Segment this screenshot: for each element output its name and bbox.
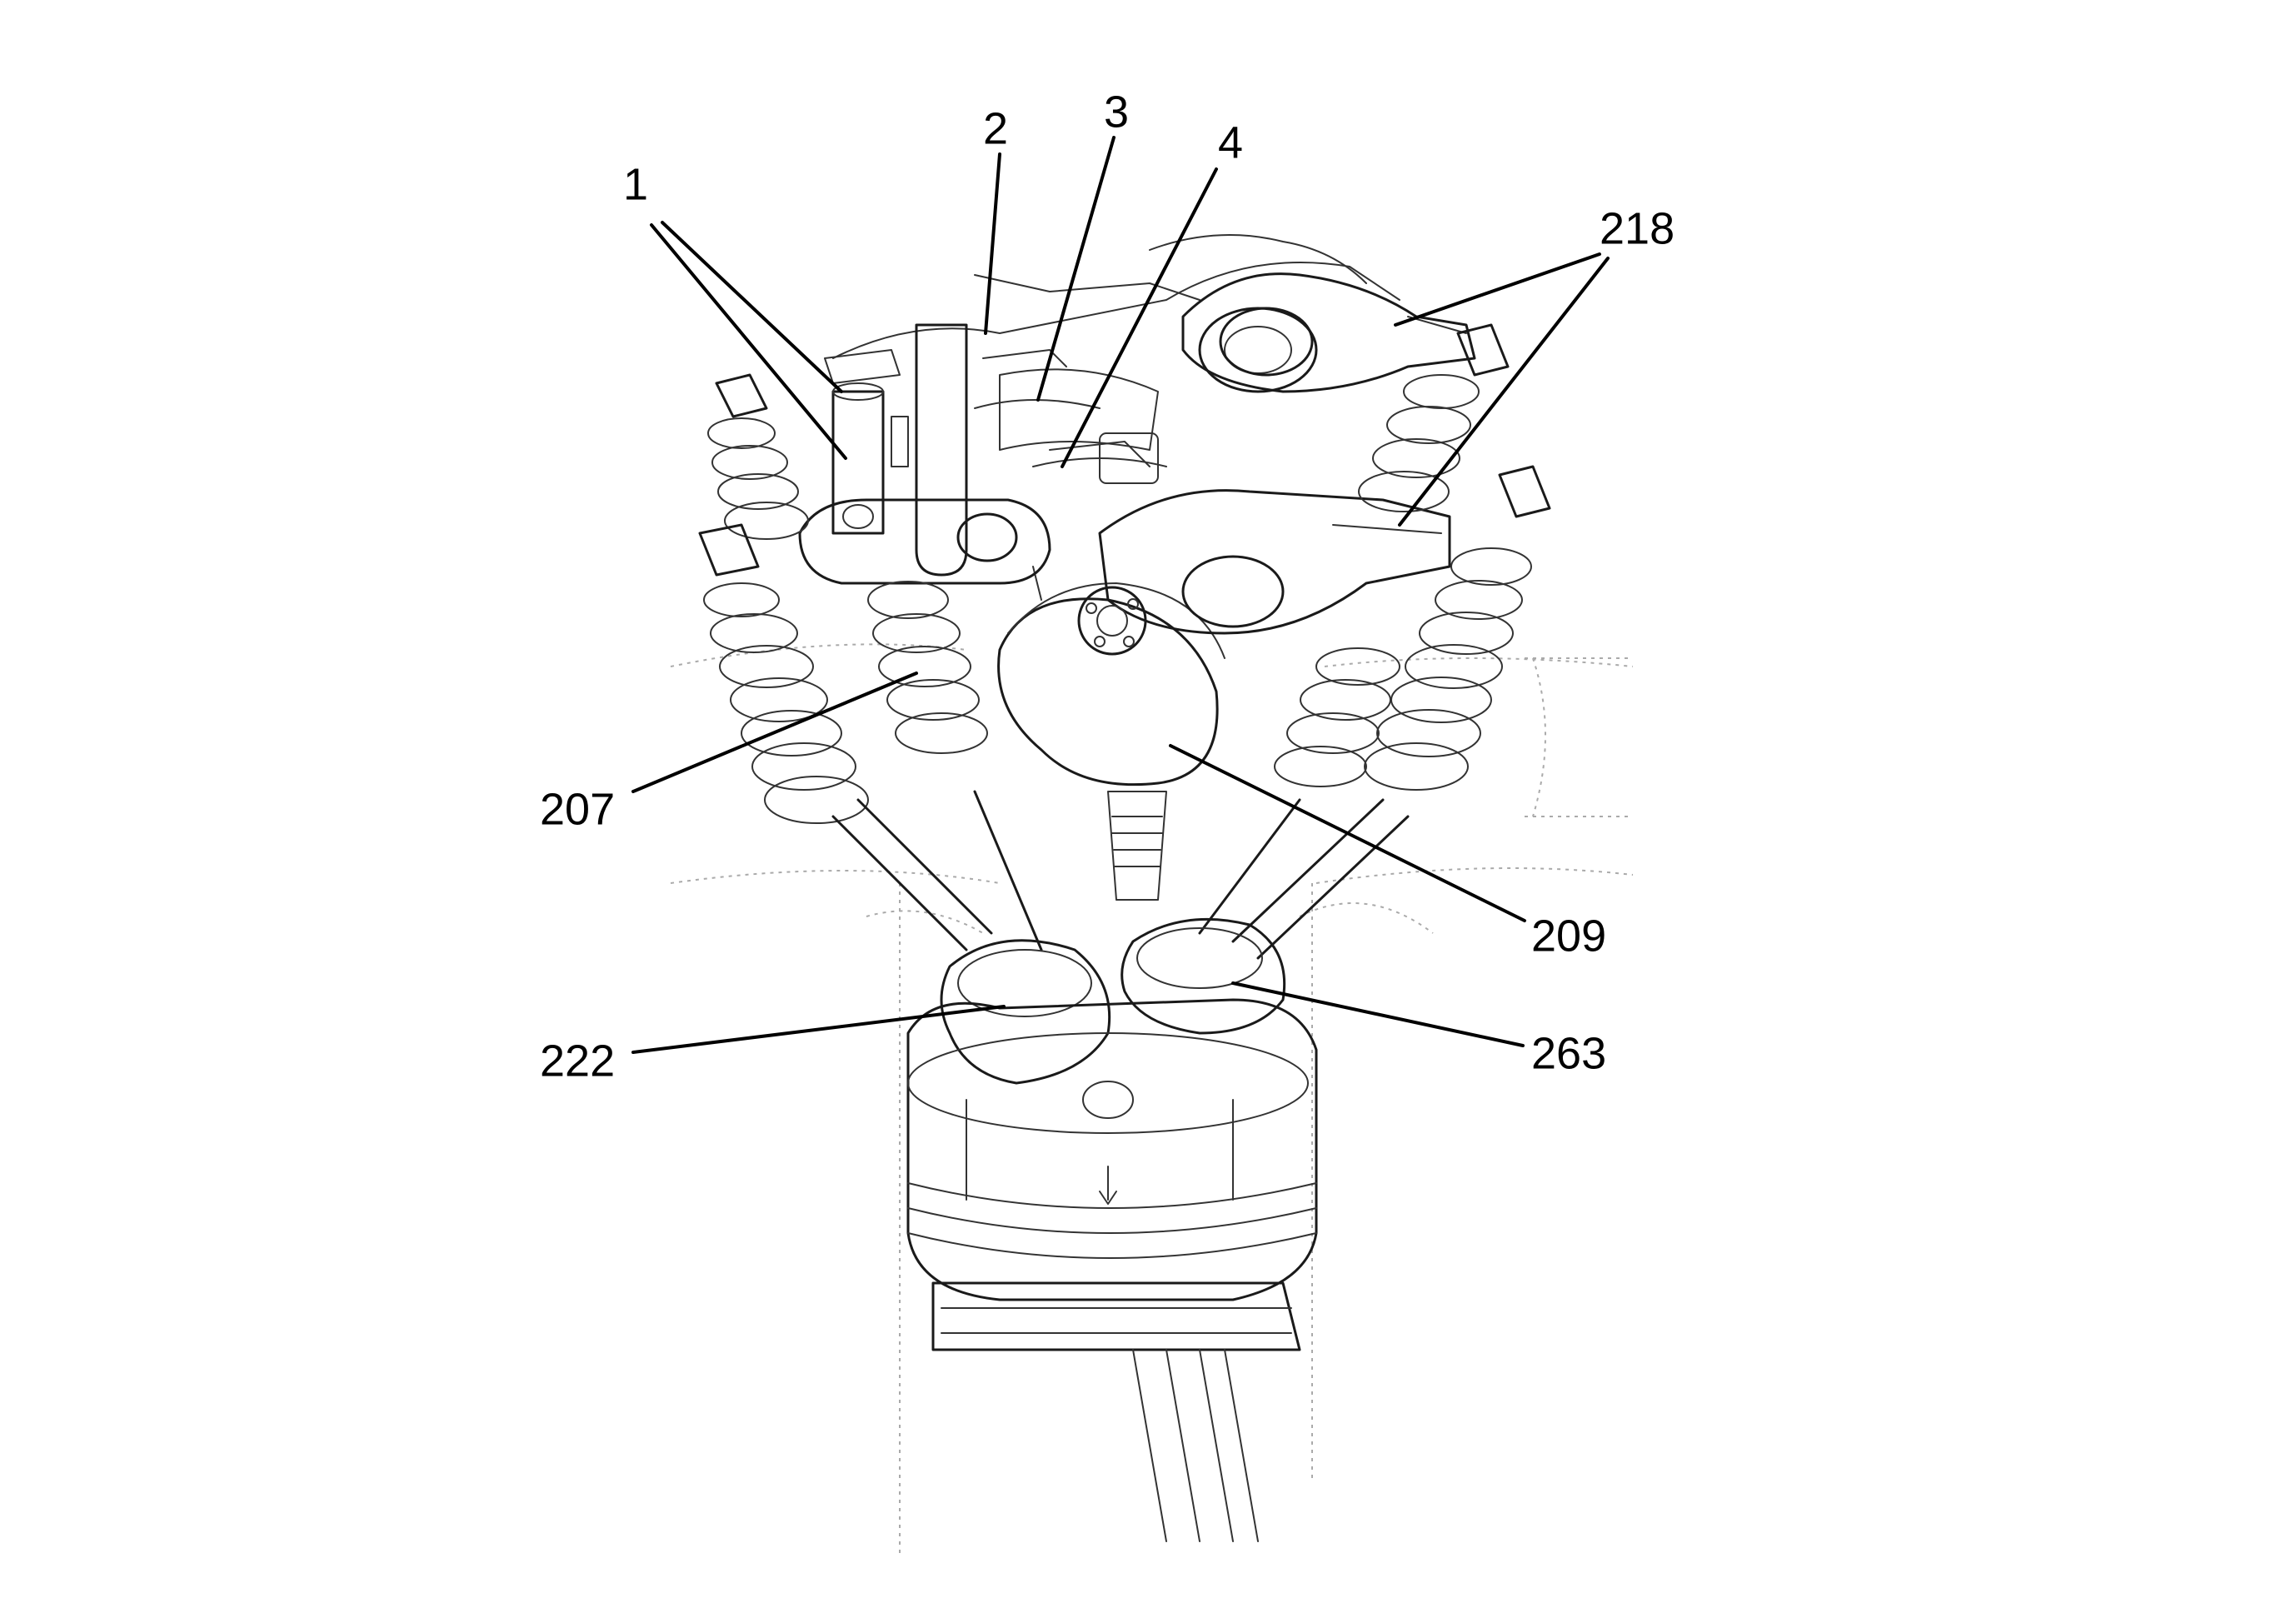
connecting-rod xyxy=(931,1281,1301,1542)
camshaft-lobe xyxy=(997,566,1225,787)
roller-follower xyxy=(1077,586,1147,656)
leader-222 xyxy=(631,1005,1006,1054)
special-tool-assembly xyxy=(798,323,1159,585)
callout-218: 218 xyxy=(1600,203,1675,253)
block-ghost-outline xyxy=(670,643,1634,1558)
valve-spring-left-inner xyxy=(867,581,988,754)
leader-2 xyxy=(984,152,1001,335)
valve-spring-left-lower xyxy=(698,523,869,824)
tool-pin-body xyxy=(831,390,885,535)
valve-spring-right-upper xyxy=(1358,323,1510,512)
callout-209: 209 xyxy=(1531,911,1606,961)
valve-spring-right-inner xyxy=(1274,647,1400,787)
leader-4 xyxy=(1061,167,1218,468)
cam-bore-rear xyxy=(1198,307,1318,393)
leader-207 xyxy=(631,672,918,793)
rocker-arm-upper xyxy=(1181,272,1476,393)
callout-263: 263 xyxy=(1531,1028,1606,1078)
callout-207: 207 xyxy=(540,784,615,834)
arrow-down-icon xyxy=(1099,1166,1117,1205)
callout-labels: 1 2 3 4 218 207 209 222 263 xyxy=(540,87,1675,1086)
leader-3 xyxy=(1036,136,1116,402)
leader-218b xyxy=(1398,257,1610,527)
valve-stems xyxy=(831,790,1410,960)
leader-218a xyxy=(1394,252,1601,327)
piston xyxy=(906,998,1318,1301)
intake-valve-head xyxy=(940,939,1111,1085)
tool-base-plate xyxy=(798,498,1051,585)
valve-spring-right-lower xyxy=(1364,465,1551,791)
callout-4: 4 xyxy=(1218,117,1243,167)
leader-209 xyxy=(1169,744,1526,922)
leader-1b xyxy=(650,223,847,460)
cylinder-head xyxy=(832,234,1400,467)
callout-3: 3 xyxy=(1104,87,1129,137)
leader-1a xyxy=(661,221,843,393)
leader-263 xyxy=(1231,981,1525,1047)
rocker-arm-lower xyxy=(1098,489,1451,635)
valve-spring-left-upper xyxy=(707,373,809,540)
spark-plug xyxy=(1107,791,1167,901)
leader-lines xyxy=(631,136,1610,1054)
callout-2: 2 xyxy=(983,103,1008,153)
exhaust-valve-head xyxy=(1121,917,1286,1035)
callout-222: 222 xyxy=(540,1036,615,1086)
tool-arm xyxy=(915,323,968,577)
callout-1: 1 xyxy=(623,159,648,209)
